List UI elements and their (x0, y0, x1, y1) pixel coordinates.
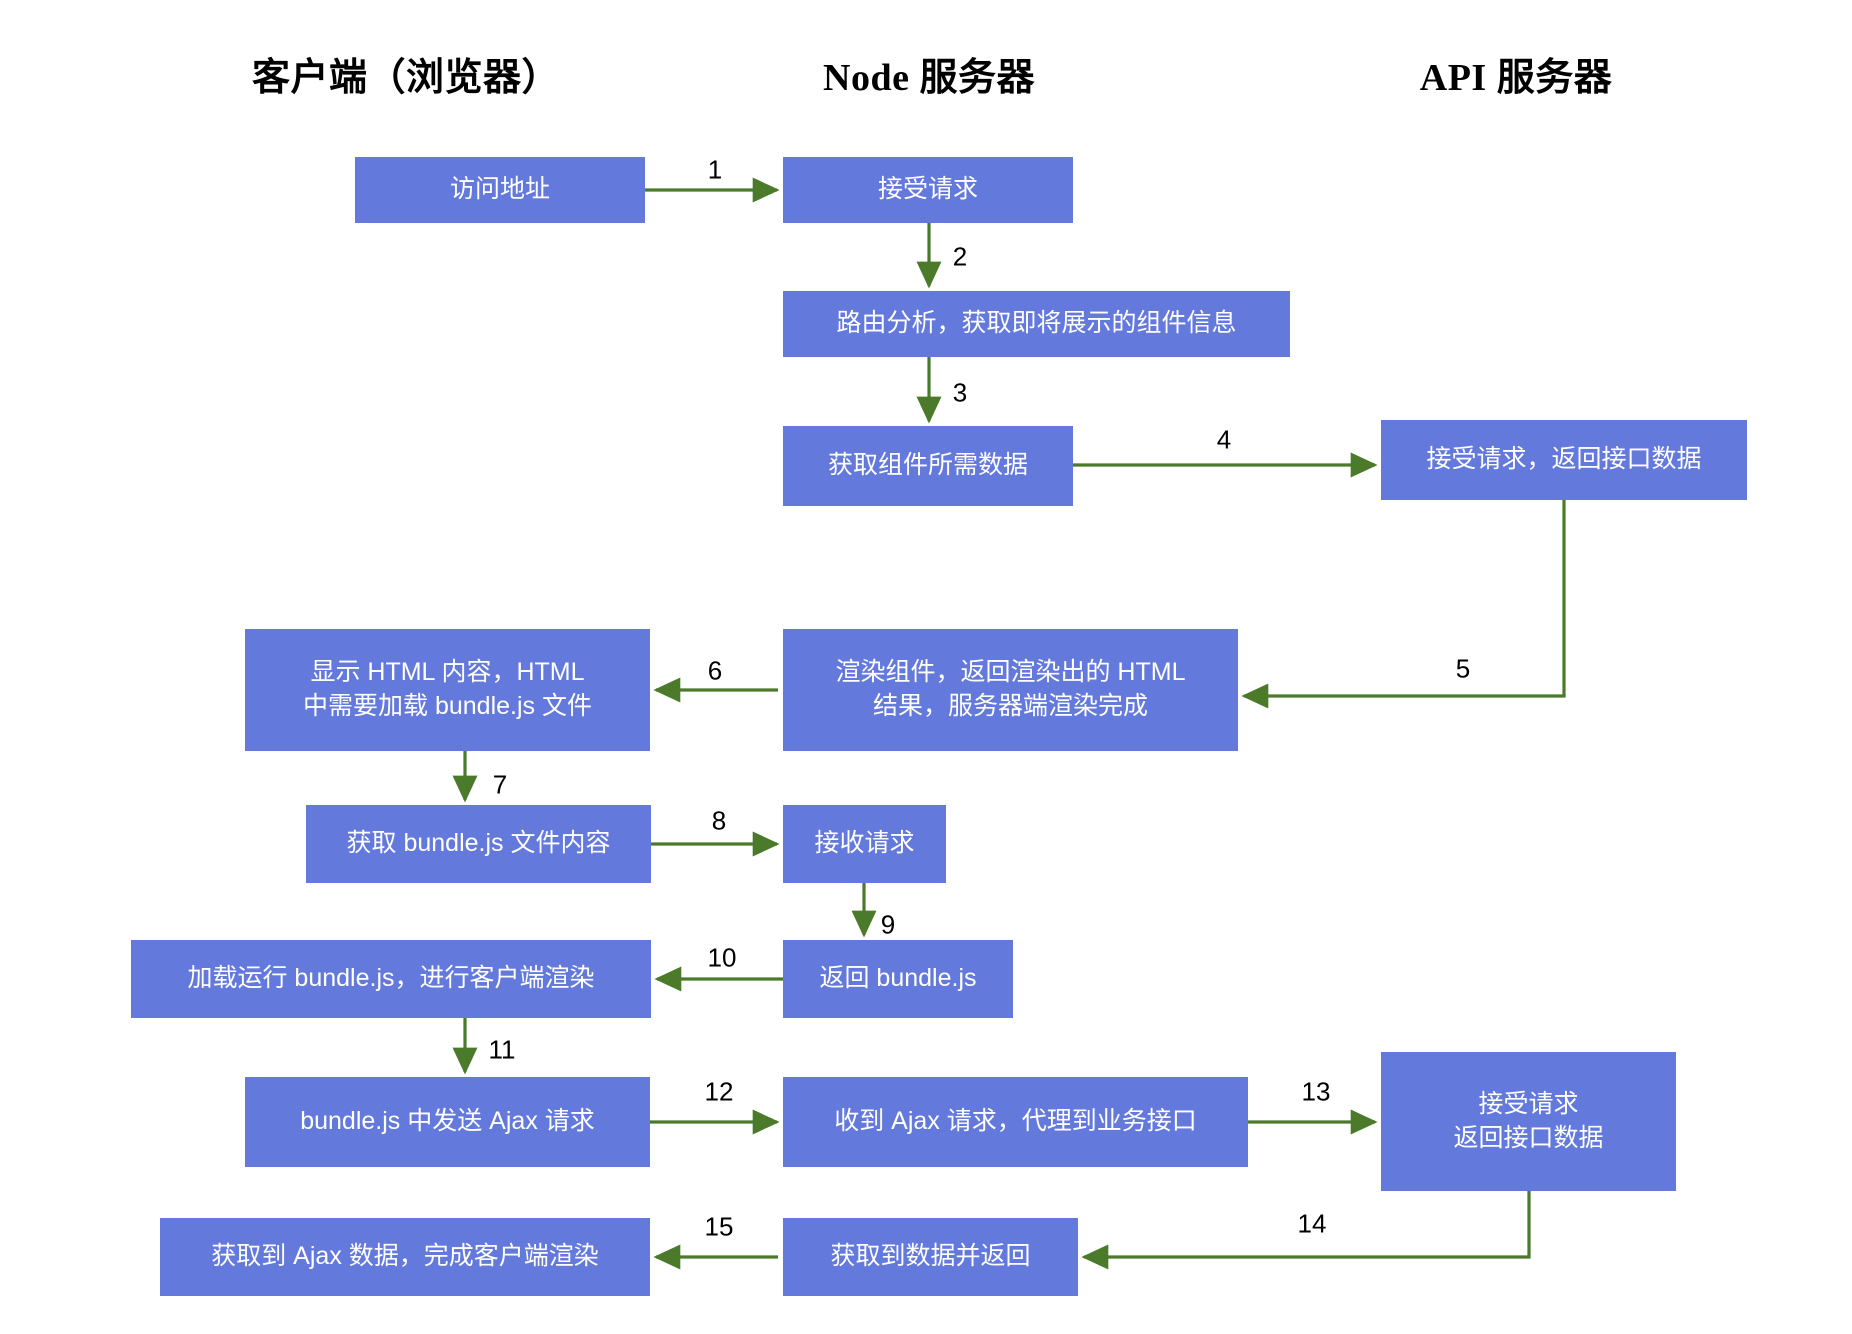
node-display-html[interactable]: 显示 HTML 内容，HTML 中需要加载 bundle.js 文件 (245, 629, 650, 751)
node-fetch-component-data[interactable]: 获取组件所需数据 (783, 426, 1073, 506)
edge-label-11: 11 (488, 1034, 516, 1065)
edge-label-4: 4 (1216, 424, 1232, 455)
edge-arrow-5 (1241, 500, 1566, 709)
node-got-ajax-data-client-render[interactable]: 获取到 Ajax 数据，完成客户端渲染 (160, 1218, 650, 1296)
edge-label-8: 8 (711, 805, 727, 836)
node-api-accept-return-data[interactable]: 接受请求，返回接口数据 (1381, 420, 1747, 500)
node-send-ajax[interactable]: bundle.js 中发送 Ajax 请求 (245, 1077, 650, 1167)
node-fetch-bundle-content[interactable]: 获取 bundle.js 文件内容 (306, 805, 651, 883)
edge-label-9: 9 (880, 909, 896, 940)
lane-title-node: Node 服务器 (823, 57, 1035, 99)
edge-label-15: 15 (704, 1211, 734, 1242)
edge-label-13: 13 (1301, 1076, 1331, 1107)
node-visit-address[interactable]: 访问地址 (355, 157, 645, 223)
node-run-bundle-client-render[interactable]: 加载运行 bundle.js，进行客户端渲染 (131, 940, 651, 1018)
node-got-data-return[interactable]: 获取到数据并返回 (783, 1218, 1078, 1296)
node-accept-request[interactable]: 接受请求 (783, 157, 1073, 223)
node-api-accept-return-data-2[interactable]: 接受请求 返回接口数据 (1381, 1052, 1676, 1191)
node-render-component[interactable]: 渲染组件，返回渲染出的 HTML 结果，服务器端渲染完成 (783, 629, 1238, 751)
node-route-analysis[interactable]: 路由分析，获取即将展示的组件信息 (783, 291, 1290, 357)
edge-label-12: 12 (704, 1076, 734, 1107)
edge-label-10: 10 (707, 942, 737, 973)
lane-title-api: API 服务器 (1419, 57, 1613, 99)
node-return-bundle[interactable]: 返回 bundle.js (783, 940, 1013, 1018)
edge-label-7: 7 (492, 769, 508, 800)
edge-label-1: 1 (707, 154, 723, 185)
node-receive-request[interactable]: 接收请求 (783, 805, 946, 883)
lane-title-client: 客户端（浏览器） (251, 57, 561, 99)
edge-label-3: 3 (952, 377, 968, 408)
edge-label-6: 6 (707, 655, 723, 686)
node-receive-ajax-proxy[interactable]: 收到 Ajax 请求，代理到业务接口 (783, 1077, 1248, 1167)
edge-label-14: 14 (1297, 1208, 1327, 1239)
edge-label-2: 2 (952, 241, 968, 272)
edge-label-5: 5 (1455, 653, 1471, 684)
